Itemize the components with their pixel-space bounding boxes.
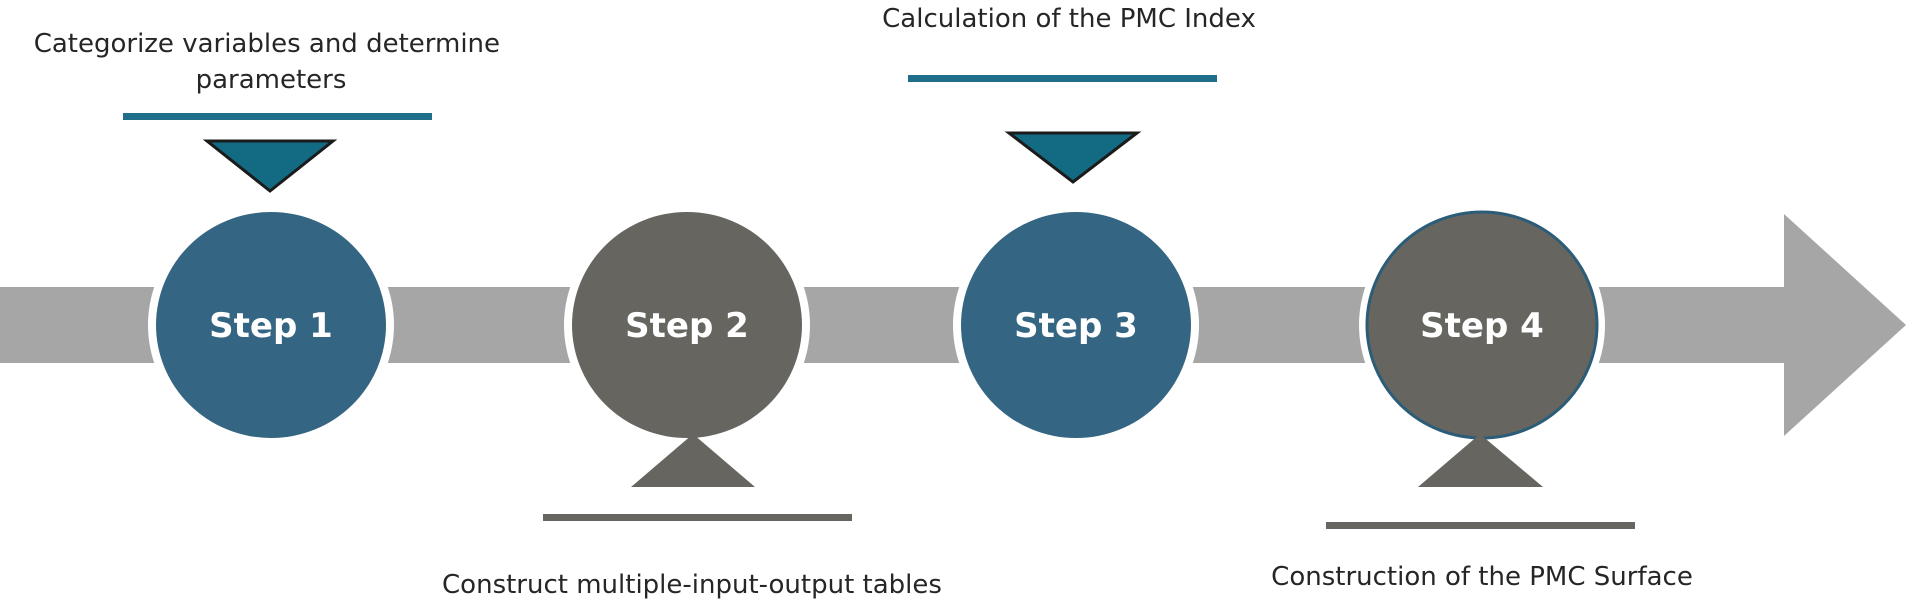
step-4-up-pointer <box>1418 434 1543 487</box>
step-3-node <box>961 212 1191 438</box>
step-3-accent-bar <box>908 75 1217 82</box>
step-4-accent-bar <box>1326 522 1635 529</box>
step-3: Calculation of the PMC Index Step 3 <box>882 4 1256 446</box>
step-2-node <box>572 212 802 438</box>
step-2-accent-bar <box>543 514 852 521</box>
step-1-caption: Categorize variables and determine param… <box>34 29 509 95</box>
step-4-caption: Construction of the PMC Surface <box>1271 562 1693 592</box>
step-2-caption: Construct multiple-input-output tables <box>442 570 942 600</box>
step-3-caption: Calculation of the PMC Index <box>882 4 1256 34</box>
step-1-caption-line-2: parameters <box>196 65 347 95</box>
step-3-caption-line-1: Calculation of the PMC Index <box>882 4 1256 34</box>
step-1-accent-bar <box>123 113 432 120</box>
step-4-caption-line-1: Construction of the PMC Surface <box>1271 562 1693 592</box>
step-4: Step 4 Construction of the PMC Surface <box>1271 204 1693 592</box>
step-1-label: Step 1 <box>209 306 333 346</box>
step-1: Categorize variables and determine param… <box>34 29 509 446</box>
step-2-caption-line-1: Construct multiple-input-output tables <box>442 570 942 600</box>
arrow-head <box>1784 214 1906 436</box>
step-3-label: Step 3 <box>1014 306 1138 346</box>
step-1-node <box>156 212 386 438</box>
step-2-label: Step 2 <box>625 306 749 346</box>
step-2: Step 2 Construct multiple-input-output t… <box>442 204 942 600</box>
step-1-caption-line-1: Categorize variables and determine <box>34 29 500 59</box>
step-4-label: Step 4 <box>1420 306 1544 346</box>
step-1-down-pointer <box>202 139 338 193</box>
step-2-up-pointer <box>631 434 755 487</box>
step-3-down-pointer <box>1004 131 1142 184</box>
